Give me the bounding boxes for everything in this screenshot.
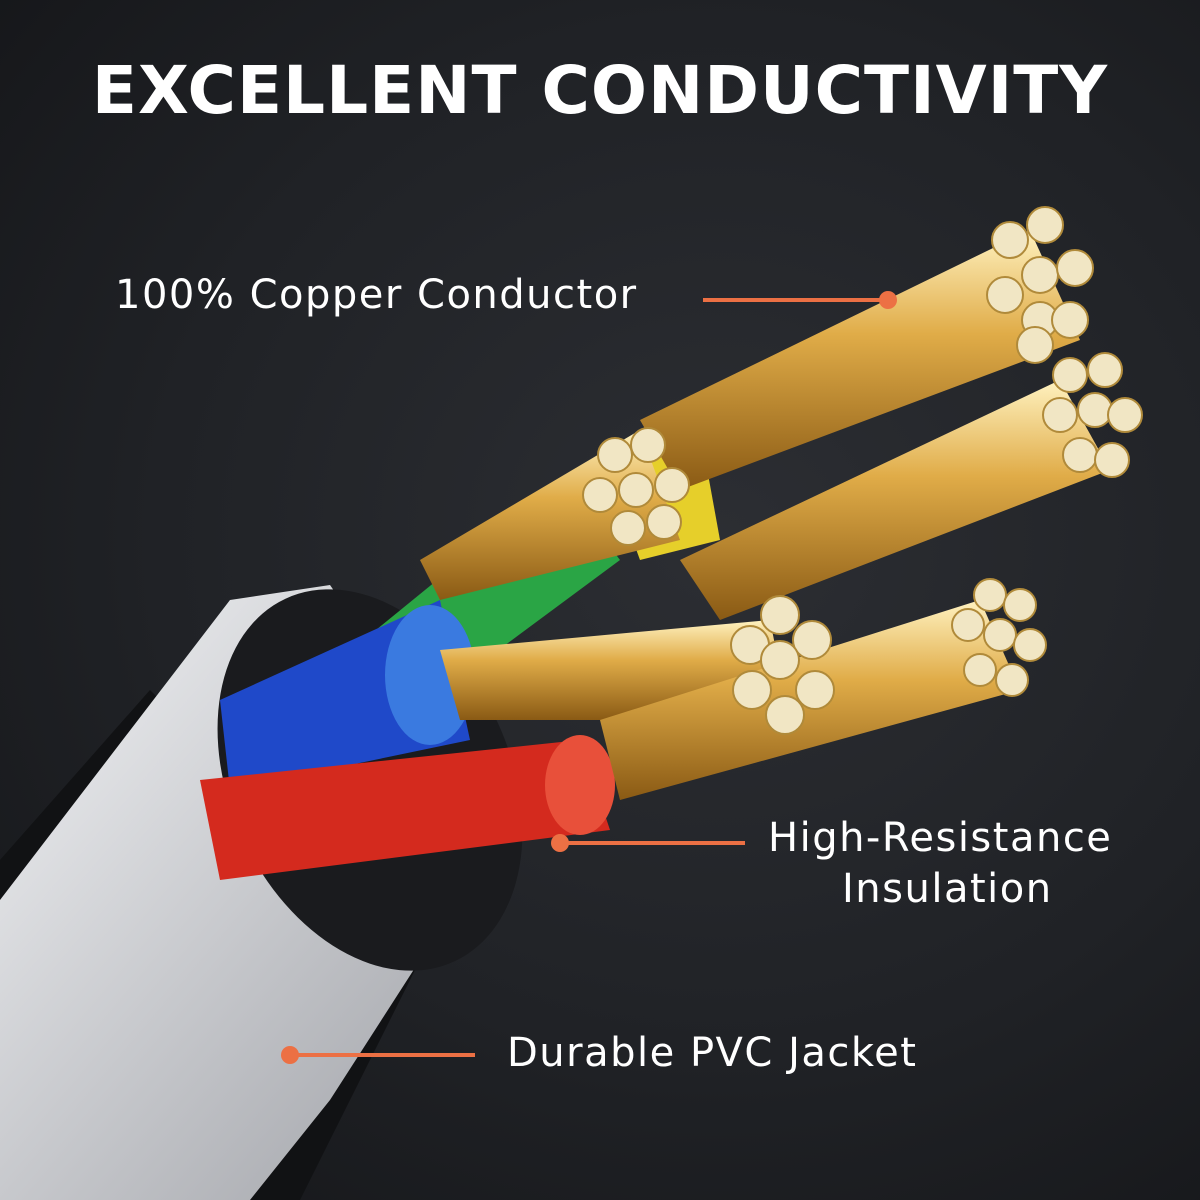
callout-leader-copper <box>703 291 897 309</box>
insulation-label-line1: High-Resistance <box>768 815 1113 861</box>
callout-leader-jacket <box>281 1046 475 1064</box>
insulation-label-line2: Insulation <box>842 866 1053 912</box>
pvc-jacket-label: Durable PVC Jacket <box>507 1030 918 1076</box>
copper-conductor-label: 100% Copper Conductor <box>115 272 638 318</box>
strand-ends <box>582 206 1143 735</box>
callout-leader-insulation <box>551 834 745 852</box>
red-wire <box>200 740 610 880</box>
page-title: EXCELLENT CONDUCTIVITY <box>91 52 1109 129</box>
